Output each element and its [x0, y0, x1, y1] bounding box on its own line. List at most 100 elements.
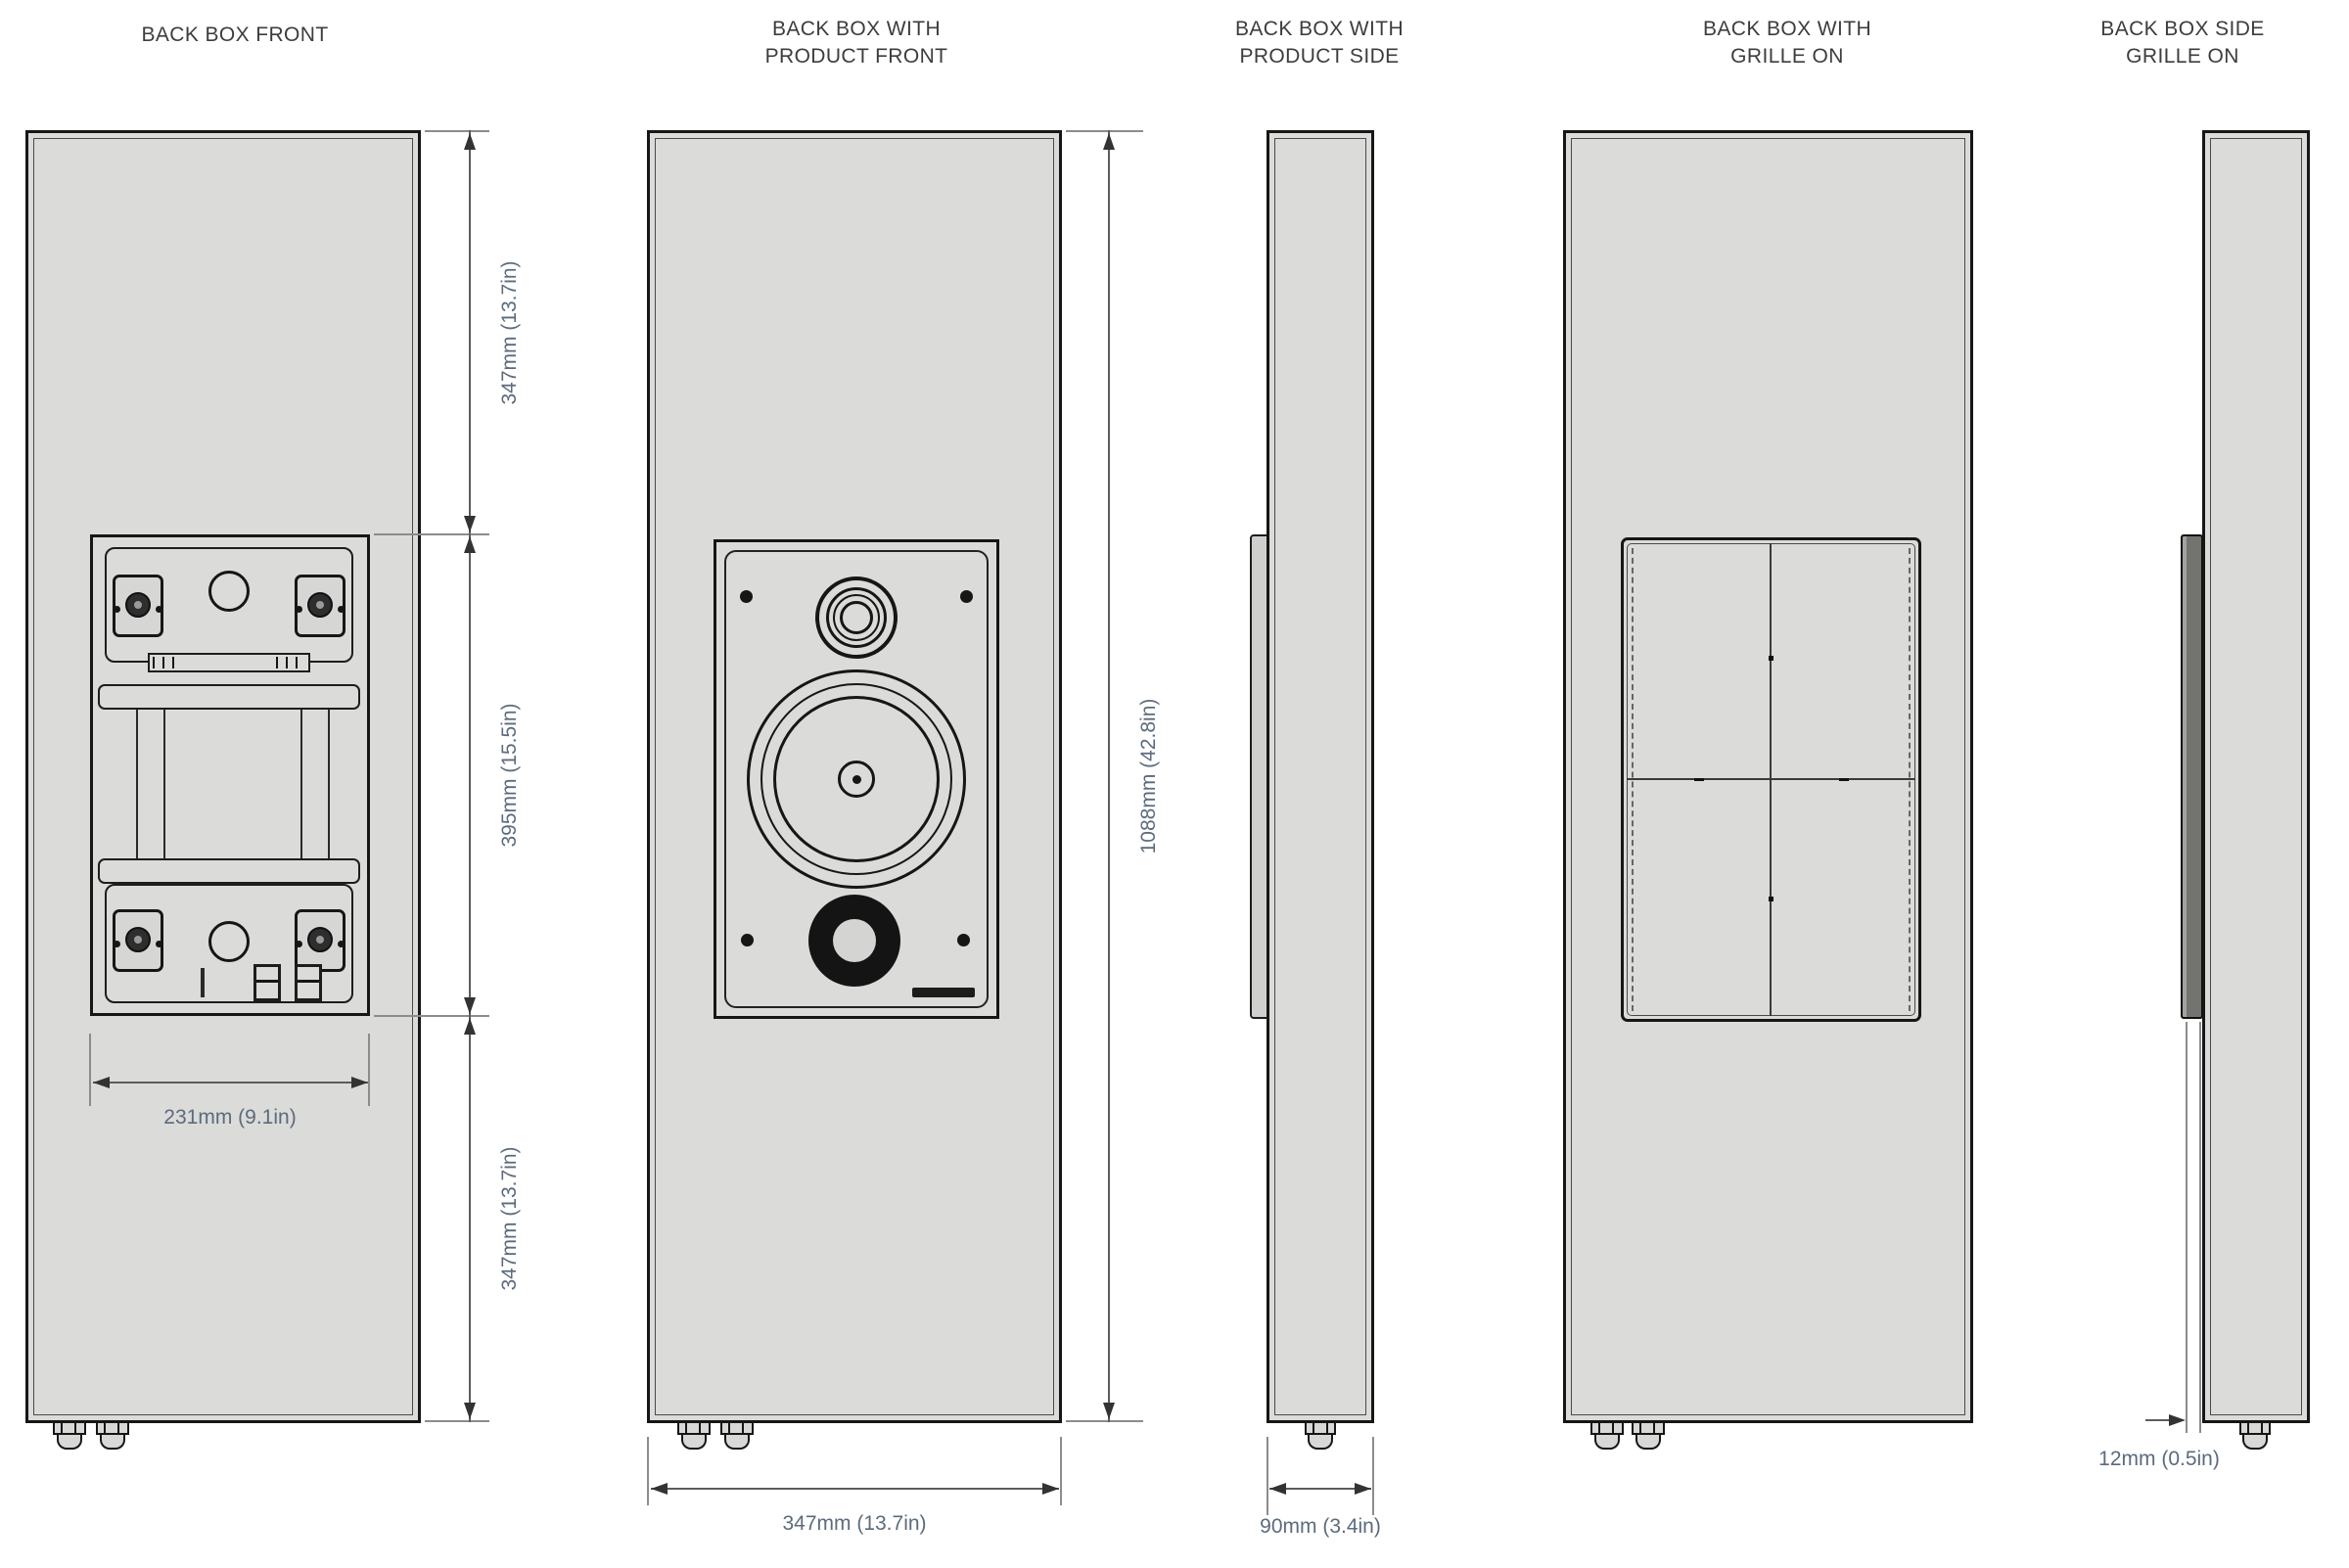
view-title-back-box-with-grille-on: BACK BOX WITH GRILLE ON: [1621, 16, 1954, 70]
woofer-ring: [760, 683, 952, 875]
dimension-line-box-depth: [1269, 1488, 1371, 1490]
arrowhead-up: [464, 1018, 476, 1035]
back-box-grille-on-panel: [1563, 130, 1973, 1423]
dimension-leader-grille-depth: [2145, 1419, 2183, 1421]
baffle-screw: [957, 934, 970, 946]
extension-line: [1267, 1437, 1268, 1515]
grille-dot: [1769, 897, 1773, 901]
cable-hole-bottom: [208, 921, 250, 962]
extension-line: [1372, 1437, 1374, 1515]
dimension-line-cutout-width: [93, 1082, 368, 1084]
title-line: BACK BOX FRONT: [141, 23, 329, 46]
mounting-plate-bottom: [105, 884, 353, 1003]
dimension-label-box-width: 347mm (13.7in): [782, 1512, 927, 1535]
terminal-divider: [256, 980, 278, 983]
grille-side-profile: [2181, 534, 2203, 1019]
tweeter: [815, 576, 898, 659]
title-line: PRODUCT SIDE: [1239, 45, 1400, 68]
cable-gland-foot: [2239, 1421, 2271, 1453]
brace-shelf-upper: [98, 684, 360, 710]
extension-line: [374, 1015, 489, 1017]
screw-bracket: [113, 909, 163, 972]
alignment-tick: [201, 968, 205, 997]
baffle-inner-frame: [724, 550, 989, 1008]
extension-line: [425, 130, 489, 132]
terminal-divider: [298, 980, 319, 983]
grille-dash-mark: [1839, 778, 1849, 781]
bracket-dot: [114, 941, 120, 947]
title-line: PRODUCT FRONT: [764, 45, 948, 68]
cable-gland-foot: [1632, 1421, 1665, 1453]
terminal-block: [253, 964, 281, 1001]
extension-line: [2199, 1022, 2201, 1433]
screw-icon: [125, 592, 151, 618]
grille-dot: [1769, 656, 1773, 661]
extension-line: [1060, 1437, 1062, 1505]
arrowhead-down: [464, 516, 476, 532]
strut: [163, 710, 165, 858]
arrowhead-up: [464, 536, 476, 553]
brace-shelf-lower: [98, 858, 360, 884]
woofer-cone: [773, 696, 940, 862]
cable-gland-foot: [1305, 1421, 1336, 1453]
strut: [328, 710, 330, 858]
clamp-notches: [276, 657, 305, 669]
bracket-dot: [296, 606, 302, 613]
arrowhead-up: [464, 133, 476, 150]
dimension-label-front-upper-height: 347mm (13.7in): [498, 260, 521, 405]
title-line: BACK BOX WITH: [1702, 18, 1872, 40]
back-box-front-panel: [25, 130, 421, 1423]
view-title-back-box-with-product-side: BACK BOX WITH PRODUCT SIDE: [1153, 16, 1486, 70]
dimension-line-box-width: [651, 1488, 1059, 1490]
dimension-line-vertical: [469, 130, 471, 1422]
dimension-label-cutout-height: 395mm (15.5in): [498, 703, 521, 848]
bracket-dot: [114, 606, 120, 613]
title-line: BACK BOX SIDE: [2100, 18, 2265, 40]
back-box-product-side-panel: [1267, 130, 1374, 1423]
screw-bracket: [113, 575, 163, 637]
extension-line: [647, 1437, 649, 1505]
extension-line: [374, 533, 489, 535]
woofer-dust-cap: [838, 761, 875, 798]
dimension-label-box-height: 1088mm (42.8in): [1137, 698, 1160, 854]
bracket-dot: [338, 941, 345, 947]
screw-bracket: [295, 575, 345, 637]
bass-port-bore: [833, 919, 876, 962]
grille-cross-horizontal: [1627, 778, 1915, 780]
arrowhead-left: [651, 1483, 668, 1495]
extension-line: [1066, 1420, 1143, 1422]
dimension-line-box-height: [1108, 130, 1110, 1422]
screw-icon: [307, 592, 333, 618]
panel-inner-line: [2210, 138, 2302, 1415]
extension-line: [89, 1034, 91, 1106]
arrowhead-down: [464, 997, 476, 1014]
grille-dash-mark: [1694, 778, 1704, 781]
woofer-surround: [747, 669, 966, 889]
bracket-dot: [338, 606, 345, 613]
clamp-bar-top: [148, 653, 310, 672]
arrowhead-left: [1269, 1483, 1286, 1495]
title-line: GRILLE ON: [2126, 45, 2239, 68]
dimension-label-grille-depth: 12mm (0.5in): [2098, 1448, 2220, 1470]
bass-port: [808, 895, 900, 987]
cable-gland-foot: [1590, 1421, 1624, 1453]
dimension-label-front-lower-height: 347mm (13.7in): [498, 1146, 521, 1291]
back-box-product-front-panel: [647, 130, 1062, 1423]
dimension-label-cutout-width: 231mm (9.1in): [163, 1106, 297, 1129]
arrowhead-right: [1355, 1483, 1371, 1495]
screw-icon: [125, 927, 151, 952]
title-line: BACK BOX WITH: [771, 18, 942, 40]
baffle-screw: [740, 590, 753, 603]
mounting-cutout: [90, 534, 370, 1016]
tweeter-ring: [833, 594, 880, 641]
screw-icon: [307, 927, 333, 952]
cable-gland-foot: [53, 1421, 86, 1453]
arrowhead-right: [2169, 1414, 2186, 1426]
strut: [136, 710, 138, 858]
cable-gland-foot: [96, 1421, 129, 1453]
baffle-screw: [960, 590, 973, 603]
arrowhead-right: [351, 1077, 368, 1088]
title-line: BACK BOX WITH: [1234, 18, 1405, 40]
speaker-baffle: [714, 539, 999, 1019]
